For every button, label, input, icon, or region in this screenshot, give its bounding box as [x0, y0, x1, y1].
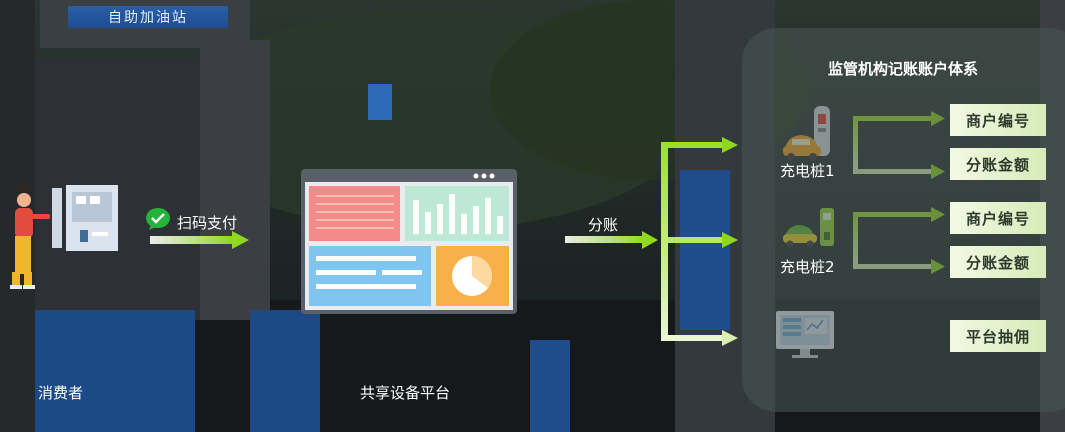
pile-1-label: 充电桩1	[780, 162, 835, 180]
platform-fee-tag: 平台抽佣	[950, 320, 1046, 352]
kiosk-machine	[52, 185, 118, 251]
gas-station-sign: 自助加油站	[68, 6, 228, 28]
system-title: 监管机构记账账户体系	[827, 60, 978, 78]
pile-2-split-amount-tag: 分账金额	[950, 246, 1046, 278]
pile-1-merchant-id-tag: 商户编号	[950, 104, 1046, 136]
platform-label: 共享设备平台	[360, 384, 451, 402]
platform-dashboard	[301, 169, 517, 314]
consumer-figure	[10, 185, 50, 289]
pile-1-split-amount-tag: 分账金额	[950, 148, 1046, 180]
pile-2-merchant-id-tag: 商户编号	[950, 202, 1046, 234]
wechat-pay-icon	[146, 208, 170, 230]
split-label: 分账	[588, 216, 619, 234]
pile-2-label: 充电桩2	[780, 258, 835, 276]
consumer-label: 消费者	[38, 384, 84, 402]
scan-pay-label: 扫码支付	[177, 214, 238, 232]
